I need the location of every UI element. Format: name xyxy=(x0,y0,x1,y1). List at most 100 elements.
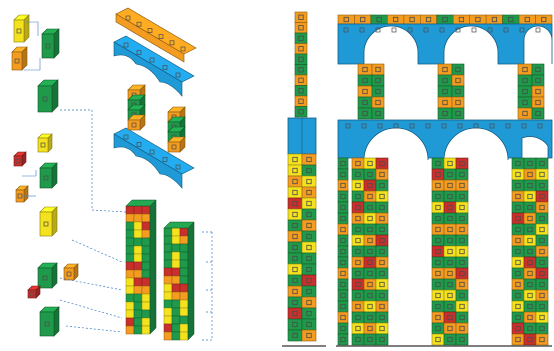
column-brick xyxy=(180,308,188,316)
block-front xyxy=(28,290,36,298)
lower-pier-brick xyxy=(456,202,468,213)
lower-pier-brick xyxy=(456,268,468,279)
lower-pier-brick xyxy=(376,246,388,257)
lower-pier-brick xyxy=(456,290,468,301)
piece-green-b xyxy=(40,163,57,188)
side-upper-brick xyxy=(295,33,307,44)
lower-pier-brick xyxy=(364,180,376,191)
piece-green-d xyxy=(40,307,59,336)
side-lower-brick xyxy=(302,275,316,286)
lower-pier-brick xyxy=(364,323,376,334)
column-side xyxy=(150,200,156,334)
piece-yellow-c xyxy=(40,207,57,236)
lower-pier-brick xyxy=(432,312,444,323)
lower-pier-brick xyxy=(524,158,536,169)
piece-green-c xyxy=(38,263,57,288)
lower-pier-brick xyxy=(536,158,548,169)
upper-pier-brick xyxy=(358,108,372,119)
side-lower-brick xyxy=(302,231,316,242)
lower-pier-brick xyxy=(352,202,364,213)
front-elevation-view xyxy=(336,15,552,346)
column-brick xyxy=(180,260,188,268)
side-lower-brick xyxy=(288,253,302,264)
column-brick xyxy=(134,262,142,270)
lower-pier-brick xyxy=(444,235,456,246)
lower-pier-brick xyxy=(352,213,364,224)
column-brick xyxy=(180,284,188,292)
lower-pier-brick xyxy=(432,246,444,257)
upper-pier-brick xyxy=(518,75,532,86)
piece-orange-c xyxy=(64,264,78,280)
column-brick xyxy=(164,268,172,276)
side-lower-brick xyxy=(288,187,302,198)
lower-pier-brick xyxy=(432,213,444,224)
column-brick xyxy=(142,230,150,238)
lower-pier-brick xyxy=(352,191,364,202)
side-lower-brick xyxy=(302,198,316,209)
side-lower-brick xyxy=(302,176,316,187)
lower-pier-brick xyxy=(536,169,548,180)
lower-pier-brick xyxy=(512,334,524,345)
upper-pier-brick xyxy=(372,108,384,119)
edge-brick xyxy=(338,268,348,279)
column-brick xyxy=(180,252,188,260)
column-brick xyxy=(142,318,150,326)
edge-brick xyxy=(338,202,348,213)
column-brick xyxy=(126,302,134,310)
dashed-guide-line xyxy=(72,240,122,262)
block-front xyxy=(40,168,52,188)
side-lower-brick xyxy=(302,297,316,308)
top-cap-brick xyxy=(404,15,420,24)
lower-pier-brick xyxy=(432,224,444,235)
side-lower-brick xyxy=(288,176,302,187)
lower-pier-brick xyxy=(432,191,444,202)
upper-pier-brick xyxy=(438,75,452,86)
column-brick xyxy=(142,326,150,334)
lower-pier-brick xyxy=(352,257,364,268)
piece-green-small xyxy=(42,29,59,58)
column-brick xyxy=(172,268,180,276)
lower-pier-brick xyxy=(376,334,388,345)
lower-pier-brick xyxy=(456,213,468,224)
column-brick xyxy=(134,326,142,334)
lower-pier-brick xyxy=(524,180,536,191)
side-upper-brick xyxy=(295,44,307,55)
lower-pier-brick xyxy=(456,246,468,257)
column-brick xyxy=(126,262,134,270)
column-brick xyxy=(172,260,180,268)
edge-brick xyxy=(338,158,348,169)
edge-brick xyxy=(338,191,348,202)
lower-pier-brick xyxy=(536,312,548,323)
column-brick xyxy=(134,278,142,286)
top-cap-brick xyxy=(387,15,403,24)
lower-pier-brick xyxy=(524,169,536,180)
side-lower-brick xyxy=(288,198,302,209)
side-lower-brick xyxy=(288,308,302,319)
column-brick xyxy=(172,284,180,292)
dashed-guide-line xyxy=(60,278,122,290)
lower-pier-brick xyxy=(536,290,548,301)
arcade-stud xyxy=(392,28,396,32)
side-lower-brick xyxy=(288,330,302,341)
side-lower-brick xyxy=(302,286,316,297)
upper-pier-brick xyxy=(518,97,532,108)
top-cap-brick xyxy=(536,15,552,24)
lower-pier-brick xyxy=(364,169,376,180)
column-brick xyxy=(142,294,150,302)
lower-pier-brick xyxy=(364,235,376,246)
lower-pier-brick xyxy=(524,301,536,312)
side-lower-brick xyxy=(288,264,302,275)
lower-pier-brick xyxy=(512,224,524,235)
side-lower-brick xyxy=(288,297,302,308)
lower-pier-brick xyxy=(512,235,524,246)
lower-pier-brick xyxy=(456,301,468,312)
lower-pier-brick xyxy=(456,235,468,246)
upper-pier-brick xyxy=(358,75,372,86)
lower-pier-brick xyxy=(444,246,456,257)
edge-brick xyxy=(338,323,348,334)
side-upper-brick xyxy=(295,107,307,118)
lower-pier-brick xyxy=(524,279,536,290)
column-brick xyxy=(126,294,134,302)
lower-pier-brick xyxy=(512,323,524,334)
